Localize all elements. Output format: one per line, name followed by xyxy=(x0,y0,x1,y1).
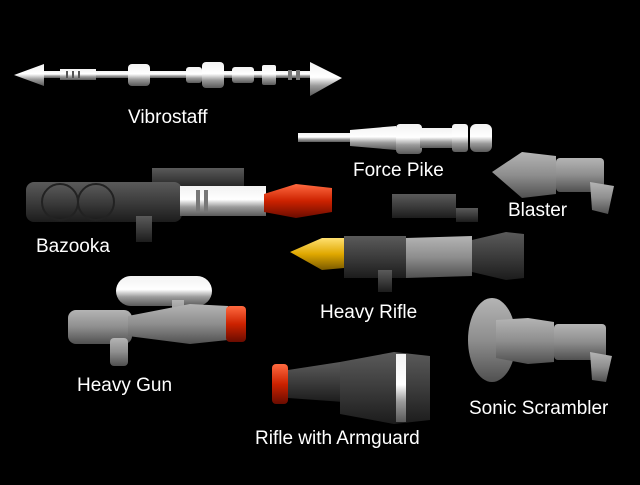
force-pike-label: Force Pike xyxy=(353,160,444,181)
heavy-gun-label: Heavy Gun xyxy=(77,375,173,396)
force-pike-model xyxy=(298,124,492,154)
sonic-scrambler-label: Sonic Scrambler xyxy=(469,398,609,419)
bazooka-label: Bazooka xyxy=(36,236,110,257)
rifle-armguard-label: Rifle with Armguard xyxy=(255,428,420,449)
vibrostaff-model xyxy=(14,62,342,96)
blaster-model xyxy=(492,152,614,214)
vibrostaff-label: Vibrostaff xyxy=(128,107,208,128)
heavy-gun-model xyxy=(68,276,246,366)
rifle-armguard-model xyxy=(272,352,430,424)
heavy-rifle-label: Heavy Rifle xyxy=(320,302,418,323)
sonic-scrambler-model xyxy=(468,298,612,382)
heavy-rifle-model xyxy=(290,194,524,292)
blaster-label: Blaster xyxy=(508,200,568,221)
bazooka-model xyxy=(26,168,332,242)
